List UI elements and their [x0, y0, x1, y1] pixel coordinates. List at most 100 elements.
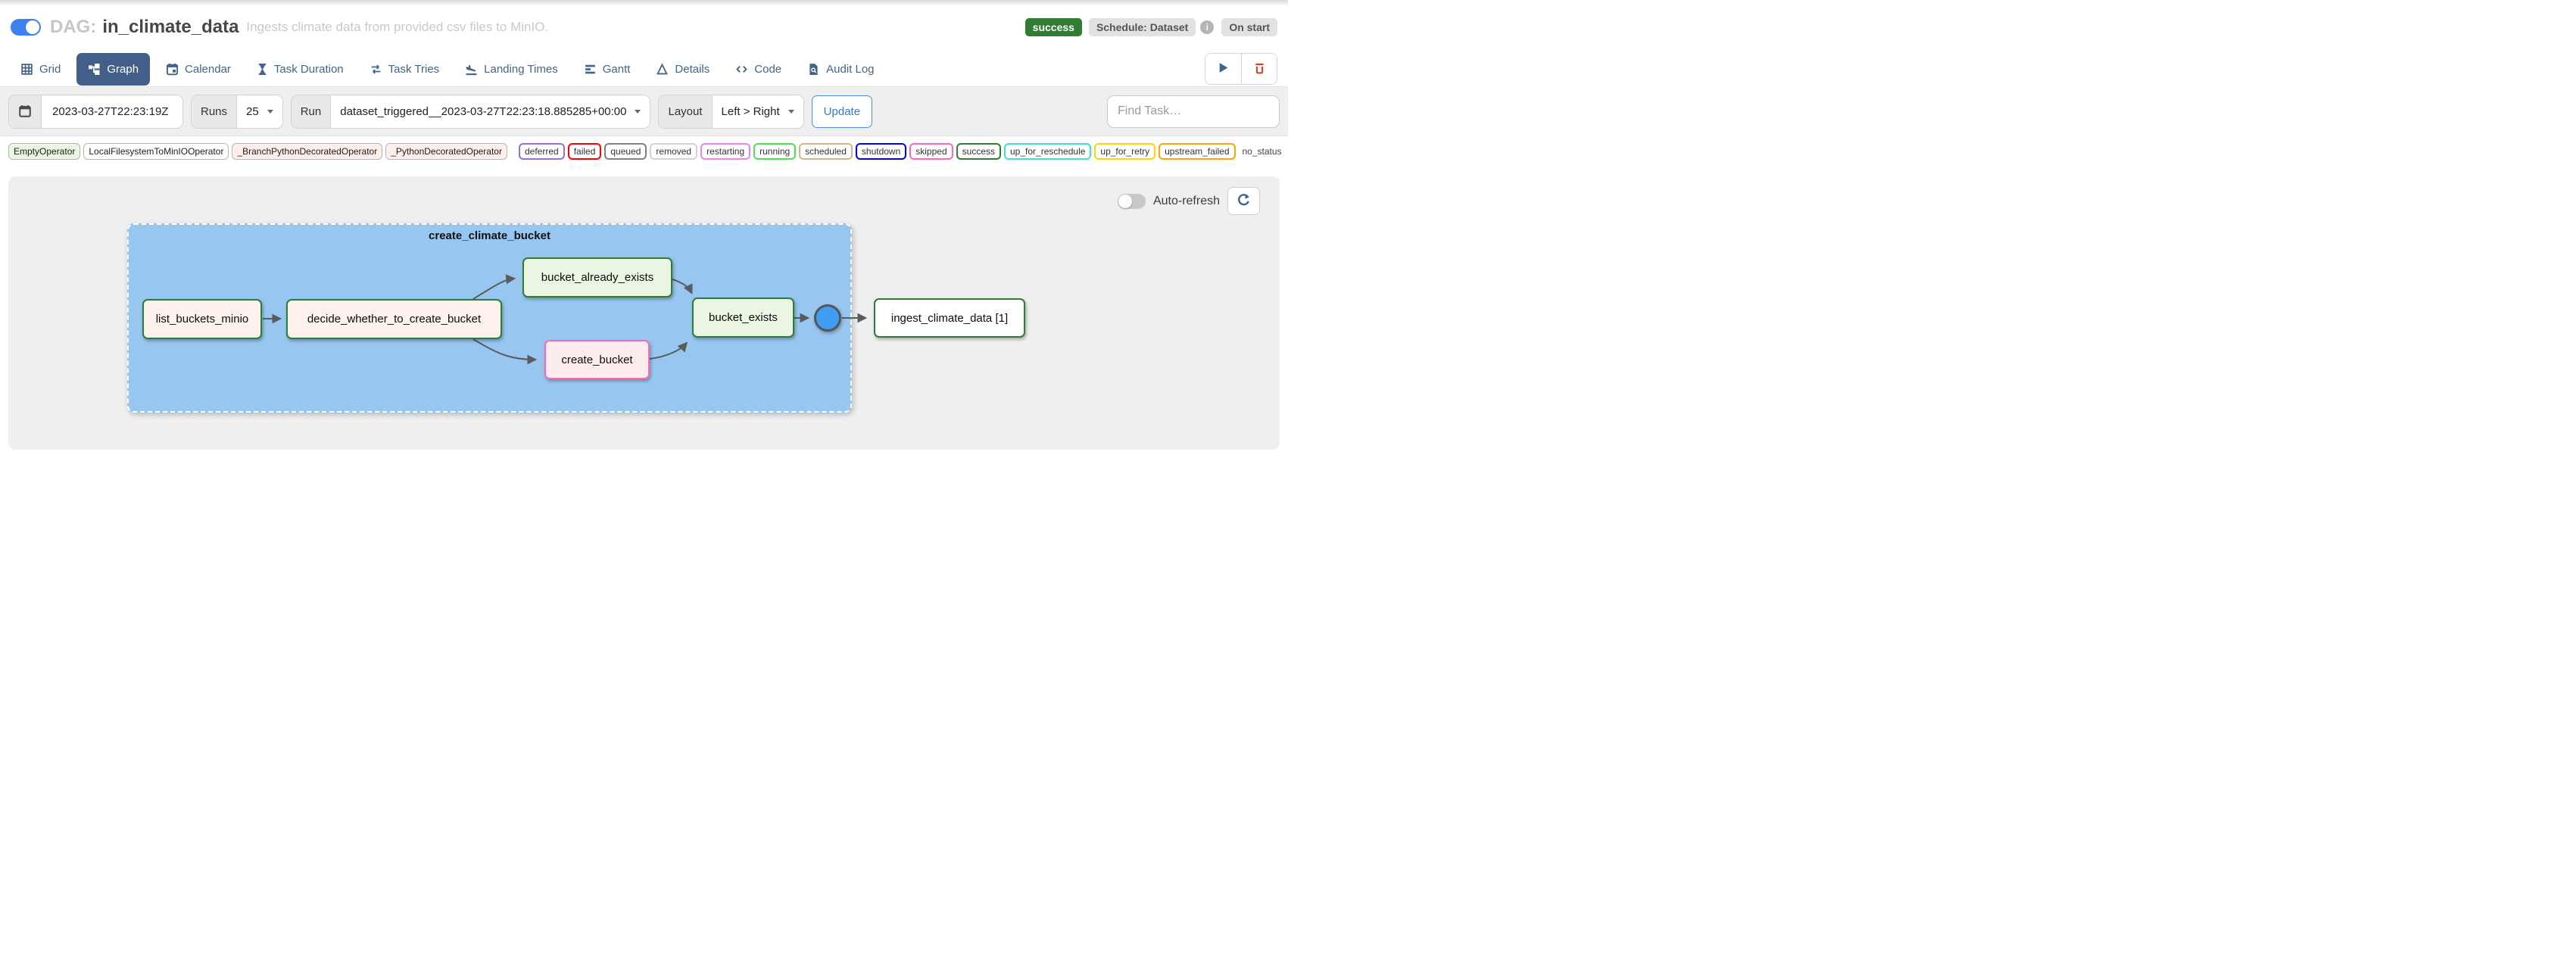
- dag-pause-toggle[interactable]: [11, 19, 41, 36]
- filter-bar: Runs 25 Run dataset_triggered__2023-03-2…: [0, 86, 1288, 136]
- tab-landing-times[interactable]: Landing Times: [455, 56, 568, 83]
- tab-grid[interactable]: Grid: [11, 56, 70, 83]
- tab-label: Grid: [39, 62, 61, 76]
- task-node-ingest_climate_data[interactable]: ingest_climate_data [1]: [874, 298, 1025, 338]
- tab-task-duration[interactable]: Task Duration: [247, 56, 354, 83]
- repeat-icon: [370, 63, 382, 76]
- tab-label: Gantt: [602, 62, 631, 76]
- run-select[interactable]: dataset_triggered__2023-03-27T22:23:18.8…: [331, 95, 650, 128]
- dag-title: in_climate_data: [102, 17, 239, 37]
- legend-status-removed[interactable]: removed: [650, 143, 698, 160]
- edge-create_bucket-to-bucket_exists: [649, 341, 688, 360]
- join-node-branch_join[interactable]: [814, 304, 841, 332]
- legend-status-deferred[interactable]: deferred: [518, 143, 565, 160]
- tab-gantt[interactable]: Gantt: [574, 56, 641, 83]
- legend-status-shutdown[interactable]: shutdown: [855, 143, 907, 160]
- view-tabs-bar: Grid Graph Calendar Task Duration Task Tries…: [0, 45, 1288, 86]
- dag-prefix-label: DAG:: [50, 17, 97, 37]
- tab-label: Details: [675, 62, 710, 76]
- runs-count-group: Runs 25: [191, 94, 283, 129]
- tab-label: Calendar: [185, 62, 231, 76]
- legend-status-failed[interactable]: failed: [567, 143, 602, 160]
- trigger-badge[interactable]: On start: [1221, 18, 1277, 36]
- chevron-down-icon: [635, 109, 641, 114]
- tab-audit-log[interactable]: Audit Log: [797, 56, 884, 83]
- legend-operator-localfilesystemtominiooperator: LocalFilesystemToMinIOOperator: [83, 143, 229, 160]
- toggle-knob: [1118, 194, 1132, 208]
- legend-status-up_for_retry[interactable]: up_for_retry: [1094, 143, 1156, 160]
- tab-label: Code: [754, 62, 782, 76]
- legend-status-scheduled[interactable]: scheduled: [799, 143, 853, 160]
- run-select-group: Run dataset_triggered__2023-03-27T22:23:…: [290, 94, 651, 129]
- code-icon: [735, 63, 748, 76]
- tab-graph[interactable]: Graph: [76, 52, 151, 86]
- chevron-down-icon: [267, 109, 273, 114]
- legend-status-running[interactable]: running: [753, 143, 797, 160]
- runs-count-select[interactable]: 25: [237, 95, 282, 128]
- legend-operator-_branchpythondecoratedoperator: _BranchPythonDecoratedOperator: [232, 143, 383, 160]
- legend-status-restarting[interactable]: restarting: [700, 143, 751, 160]
- tab-label: Audit Log: [826, 62, 875, 76]
- trigger-dag-button[interactable]: [1205, 54, 1241, 84]
- task-node-bucket_exists[interactable]: bucket_exists: [692, 298, 794, 338]
- layout-group: Layout Left > Right: [658, 94, 804, 129]
- hourglass-icon: [257, 63, 268, 76]
- run-label: Run: [291, 95, 332, 128]
- legend-status-up_for_reschedule[interactable]: up_for_reschedule: [1004, 143, 1092, 160]
- chevron-down-icon: [787, 109, 794, 114]
- dag-description: Ingests climate data from provided csv f…: [246, 20, 549, 34]
- legend-operator-emptyoperator: EmptyOperator: [8, 143, 81, 160]
- edge-layer: [263, 274, 868, 365]
- legend-status-no-status[interactable]: no_status: [1242, 146, 1282, 157]
- tab-label: Task Duration: [273, 62, 344, 76]
- dag-action-buttons: [1205, 53, 1277, 85]
- play-icon: [1217, 61, 1230, 76]
- legend-status-queued[interactable]: queued: [604, 143, 647, 160]
- legend-operator-_pythondecoratedoperator: _PythonDecoratedOperator: [385, 143, 507, 160]
- base-date-input[interactable]: [51, 104, 173, 119]
- delete-dag-button[interactable]: [1241, 54, 1277, 84]
- runs-label: Runs: [192, 95, 238, 128]
- legend-status-skipped[interactable]: skipped: [909, 143, 953, 160]
- task-node-list_buckets_minio[interactable]: list_buckets_minio: [142, 299, 262, 339]
- tab-details[interactable]: Details: [646, 56, 719, 83]
- task-node-decide_whether_to_create_bucket[interactable]: decide_whether_to_create_bucket: [286, 299, 502, 339]
- auto-refresh-label: Auto-refresh: [1152, 194, 1220, 207]
- edge-bucket_already_exists-to-bucket_exists: [672, 279, 693, 294]
- tab-calendar[interactable]: Calendar: [156, 56, 241, 83]
- audit-log-icon: [807, 63, 820, 76]
- task-node-bucket_already_exists[interactable]: bucket_already_exists: [522, 257, 672, 298]
- triangle-icon: [656, 62, 669, 76]
- layout-select[interactable]: Left > Right: [712, 95, 803, 128]
- plane-landing-icon: [465, 63, 478, 76]
- auto-refresh-toggle[interactable]: [1117, 193, 1146, 209]
- calendar-icon: [166, 63, 179, 76]
- tab-code[interactable]: Code: [725, 56, 791, 83]
- refresh-button[interactable]: [1227, 187, 1260, 215]
- tab-task-tries[interactable]: Task Tries: [360, 56, 450, 83]
- tab-label: Graph: [107, 62, 139, 76]
- tab-label: Task Tries: [388, 62, 440, 76]
- find-task-input[interactable]: [1107, 95, 1280, 128]
- trash-icon: [1253, 61, 1266, 77]
- dag-header: DAG: in_climate_data Ingests climate dat…: [0, 6, 1288, 45]
- calendar-icon: [9, 95, 42, 128]
- grid-icon: [20, 63, 33, 76]
- legend-status-success[interactable]: success: [956, 143, 1001, 160]
- tab-label: Landing Times: [484, 62, 558, 76]
- last-run-state-badge[interactable]: success: [1024, 18, 1082, 36]
- base-date-group: [8, 94, 183, 129]
- update-button[interactable]: Update: [811, 95, 873, 128]
- refresh-icon: [1237, 193, 1251, 210]
- legend-status-upstream_failed[interactable]: upstream_failed: [1159, 143, 1236, 160]
- auto-refresh-controls: Auto-refresh: [1117, 187, 1260, 215]
- gantt-icon: [584, 63, 597, 76]
- schedule-badge[interactable]: Schedule: Dataset: [1088, 18, 1196, 36]
- view-tabs: Grid Graph Calendar Task Duration Task Tries…: [11, 52, 884, 86]
- info-icon[interactable]: i: [1200, 20, 1215, 34]
- graph-icon: [88, 63, 101, 76]
- task-node-create_bucket[interactable]: create_bucket: [544, 340, 650, 379]
- edge-decide_whether_to_create_bucket-to-create_bucket: [472, 338, 538, 365]
